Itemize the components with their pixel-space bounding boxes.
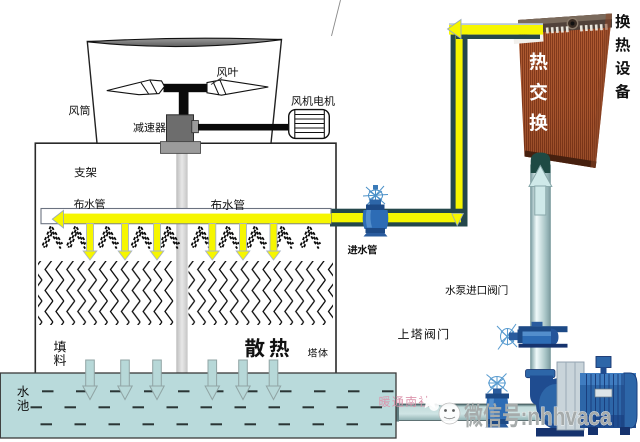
svg-text::nhhvaca: :nhhvaca	[521, 403, 613, 431]
